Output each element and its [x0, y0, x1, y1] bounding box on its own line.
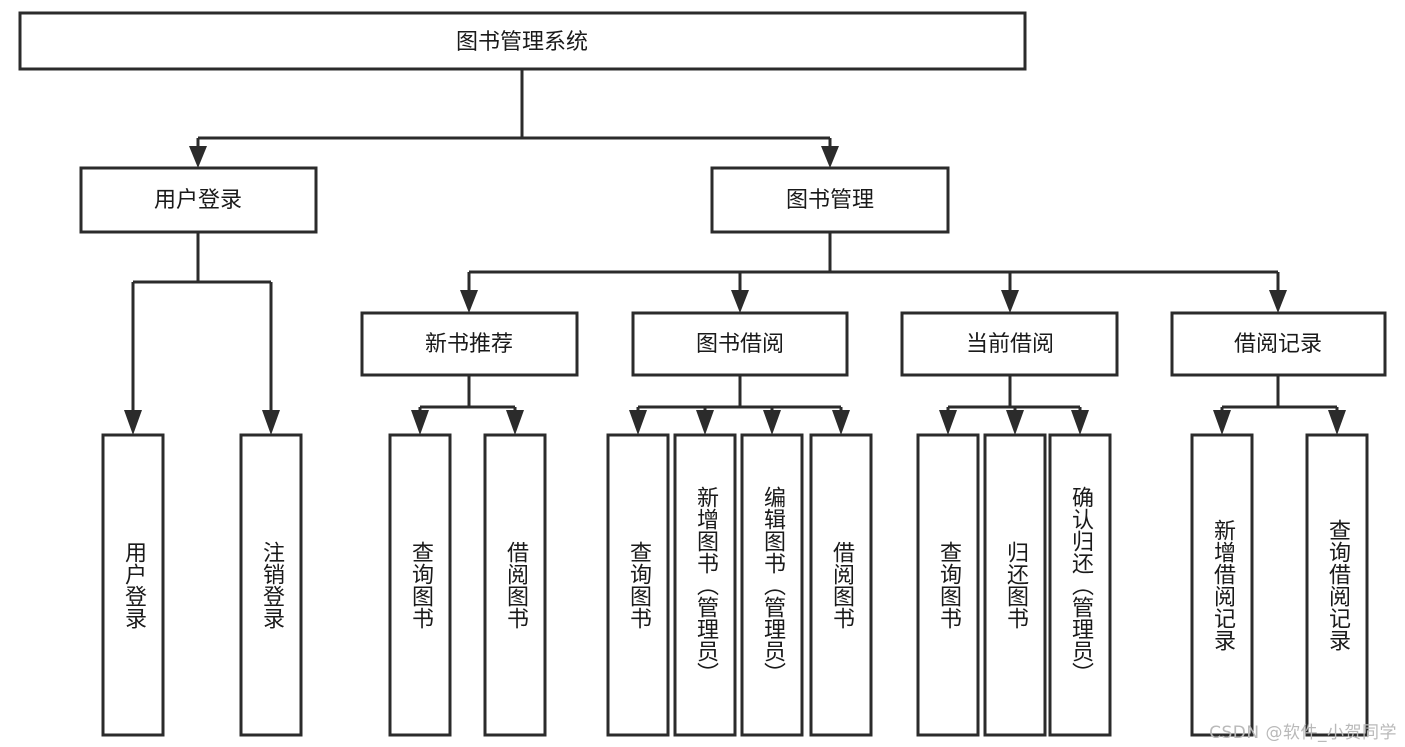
leaf-borrow-query[interactable]: 查询图书	[606, 433, 670, 737]
arrow-head-user-login	[189, 146, 207, 168]
node-current-borrow[interactable]: 当前借阅	[900, 311, 1119, 377]
arrow-head-borrow-leaf1	[629, 410, 647, 435]
leaf-user-login-logout-label: 注销登录	[259, 541, 285, 629]
leaf-current-confirm-return-box	[1048, 433, 1112, 737]
leaf-record-query-label: 查询借阅记录	[1325, 519, 1351, 651]
leaf-record-add-label: 新增借阅记录	[1210, 519, 1236, 651]
arrow-head-record-leaf1	[1213, 410, 1231, 435]
leaf-user-login-logout[interactable]: 注销登录	[239, 433, 303, 737]
node-root-label: 图书管理系统	[456, 30, 588, 55]
leaf-record-add[interactable]: 新增借阅记录	[1190, 433, 1254, 737]
node-book-borrow[interactable]: 图书借阅	[631, 311, 849, 377]
leaf-borrow-add-box	[673, 433, 737, 737]
arrow-head-current-leaf2	[1006, 410, 1024, 435]
node-book-management-label: 图书管理	[786, 188, 874, 213]
leaf-user-login-login[interactable]: 用户登录	[101, 433, 165, 737]
leaf-current-return[interactable]: 归还图书	[983, 433, 1047, 737]
arrow-head-record-leaf2	[1328, 410, 1346, 435]
node-borrow-record[interactable]: 借阅记录	[1170, 311, 1387, 377]
node-book-borrow-label: 图书借阅	[696, 332, 784, 357]
leaf-current-query-box	[916, 433, 980, 737]
arrow-head-current	[1001, 290, 1019, 313]
csdn-watermark: CSDN @软件_小贺同学	[1209, 723, 1397, 743]
arrow-head-current-leaf3	[1071, 410, 1089, 435]
arrow-head-newbook-leaf1	[411, 410, 429, 435]
node-new-book-recommend[interactable]: 新书推荐	[360, 311, 579, 377]
leaf-current-confirm-return-label: 确认归还（管理员）	[1068, 486, 1094, 684]
node-book-borrow-box	[631, 311, 849, 377]
node-new-book-recommend-box	[360, 311, 579, 377]
arrow-head-newbook-leaf2	[506, 410, 524, 435]
arrow-head-book-manage	[821, 146, 839, 168]
leaf-user-login-login-label: 用户登录	[121, 541, 147, 629]
leaf-current-confirm-return[interactable]: 确认归还（管理员）	[1048, 433, 1112, 737]
leaf-borrow-lend[interactable]: 借阅图书	[809, 433, 873, 737]
leaf-newbook-query-label: 查询图书	[408, 541, 434, 629]
leaf-user-login-login-box	[101, 433, 165, 737]
arrow-head-leaf-user-login	[124, 410, 142, 435]
leaf-newbook-query[interactable]: 查询图书	[388, 433, 452, 737]
leaf-current-return-label: 归还图书	[1003, 541, 1029, 629]
arrow-head-borrow-leaf2	[696, 410, 714, 435]
leaf-record-add-box	[1190, 433, 1254, 737]
arrow-head-borrow	[731, 290, 749, 313]
arrow-head-record	[1269, 290, 1287, 313]
node-borrow-record-box	[1170, 311, 1387, 377]
arrow-head-current-leaf1	[939, 410, 957, 435]
arrow-head-borrow-leaf3	[763, 410, 781, 435]
node-book-management-box	[710, 166, 950, 234]
leaf-borrow-edit-label: 编辑图书（管理员）	[760, 486, 786, 684]
node-root-box	[18, 11, 1027, 71]
node-borrow-record-label: 借阅记录	[1234, 332, 1322, 357]
node-user-login-box	[79, 166, 318, 234]
leaf-newbook-borrow[interactable]: 借阅图书	[483, 433, 547, 737]
leaf-borrow-lend-label: 借阅图书	[829, 541, 855, 629]
leaf-newbook-borrow-box	[483, 433, 547, 737]
leaf-borrow-edit[interactable]: 编辑图书（管理员）	[740, 433, 804, 737]
node-new-book-recommend-label: 新书推荐	[425, 332, 513, 357]
node-root-system[interactable]: 图书管理系统	[18, 11, 1027, 71]
leaf-borrow-query-label: 查询图书	[626, 541, 652, 629]
node-user-login[interactable]: 用户登录	[79, 166, 318, 234]
leaf-borrow-add[interactable]: 新增图书（管理员）	[673, 433, 737, 737]
leaf-record-query[interactable]: 查询借阅记录	[1305, 433, 1369, 737]
leaf-newbook-borrow-label: 借阅图书	[503, 541, 529, 629]
arrow-head-borrow-leaf4	[832, 410, 850, 435]
node-book-management[interactable]: 图书管理	[710, 166, 950, 234]
leaf-current-return-box	[983, 433, 1047, 737]
leaf-borrow-edit-box	[740, 433, 804, 737]
connector-layer	[124, 69, 1346, 435]
leaf-record-query-box	[1305, 433, 1369, 737]
leaf-current-query-label: 查询图书	[936, 541, 962, 629]
arrow-head-newbook	[460, 290, 478, 313]
leaf-borrow-add-label: 新增图书（管理员）	[693, 486, 719, 684]
leaf-newbook-query-box	[388, 433, 452, 737]
node-current-borrow-box	[900, 311, 1119, 377]
leaf-current-query[interactable]: 查询图书	[916, 433, 980, 737]
node-current-borrow-label: 当前借阅	[966, 332, 1054, 357]
arrow-head-leaf-logout	[262, 410, 280, 435]
leaf-user-login-logout-box	[239, 433, 303, 737]
node-user-login-label: 用户登录	[154, 188, 242, 213]
leaf-borrow-lend-box	[809, 433, 873, 737]
leaf-borrow-query-box	[606, 433, 670, 737]
